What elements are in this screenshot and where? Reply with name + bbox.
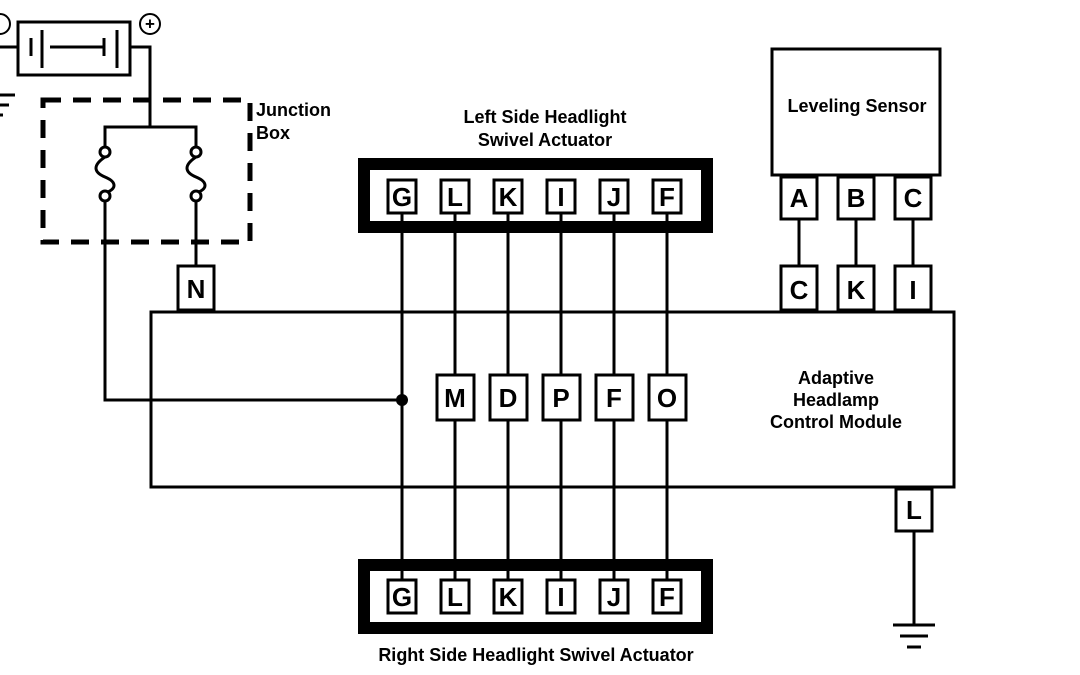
positive-symbol: + [145,15,155,34]
pin-label: C [790,275,809,305]
pin-label: N [187,274,206,304]
fuse-icon [94,145,116,203]
pin-label: K [847,275,866,305]
pin-label: D [499,383,518,413]
module-pin-C: C [779,264,819,312]
battery: + [0,13,161,77]
module-pin-P: P [541,373,582,422]
module-pin-K: K [836,264,876,312]
ground-icon [893,623,935,649]
left-actuator-pin-J: J [598,178,630,215]
module-pin-D: D [488,373,529,422]
pin-label: K [499,182,518,212]
left-actuator-pin-K: K [492,178,524,215]
right-actuator-label: Right Side Headlight Swivel Actuator [378,645,693,665]
pin-label: L [906,495,922,525]
pin-label: J [607,582,621,612]
right-actuator-connector [358,559,713,634]
module-pin-N [176,264,216,312]
sensor-pin-A: A [779,175,819,221]
sensor-pin-C: C [893,175,933,221]
fuse-icon [185,145,207,203]
negative-terminal-icon [0,13,11,35]
leveling-sensor-label: Leveling Sensor [787,96,926,116]
positive-terminal-icon [139,13,161,35]
right-actuator-pin-G: G [386,578,418,615]
pin-label: I [557,182,564,212]
pin-label: F [606,383,622,413]
junction-box-label-line1: Junction [256,100,331,120]
module-pin-O: O [647,373,688,422]
right-actuator-pin-L: L [439,578,471,615]
module-pin-M: M [435,373,476,422]
sensor-pin-B: B [836,175,876,221]
pin-label: G [392,182,412,212]
pin-label: A [790,183,809,213]
left-actuator-pin-I: I [545,178,577,215]
right-actuator-pin-J: J [598,578,630,615]
module-pin-L: L [894,487,934,533]
left-actuator-pin-L: L [439,178,471,215]
pin-label: L [447,582,463,612]
left-actuator-pin-F: F [651,178,683,215]
module-label-line2: Headlamp [793,390,879,410]
pin-label: P [552,383,569,413]
pin-label: J [607,182,621,212]
battery-ground-icon [0,93,15,117]
battery-positive-wire [130,45,152,127]
leveling-sensor-body [770,47,942,177]
pin-label: L [447,182,463,212]
pin-label: I [557,582,564,612]
fuse-bus-wire [103,125,198,148]
pin-label: M [444,383,466,413]
left-actuator-connector [358,158,713,233]
pin-label: G [392,582,412,612]
junction-box-outline [40,97,253,245]
right-actuator-pin-F: F [651,578,683,615]
left-actuator-pin-G: G [386,178,418,215]
pin-label: F [659,582,675,612]
junction-box-label-line2: Box [256,123,290,143]
right-actuator-pin-I: I [545,578,577,615]
module-pin-I: I [893,264,933,312]
pin-label: O [657,383,677,413]
left-actuator-label-line1: Left Side Headlight [463,107,626,127]
pin-label: B [847,183,866,213]
pin-label: K [499,582,518,612]
left-actuator-label-line2: Swivel Actuator [478,130,612,150]
pin-label: I [909,275,916,305]
right-actuator-pin-K: K [492,578,524,615]
module-pin-F: F [594,373,635,422]
pin-label: F [659,182,675,212]
module-label-line3: Control Module [770,412,902,432]
pin-label: C [904,183,923,213]
module-label-line1: Adaptive [798,368,874,388]
